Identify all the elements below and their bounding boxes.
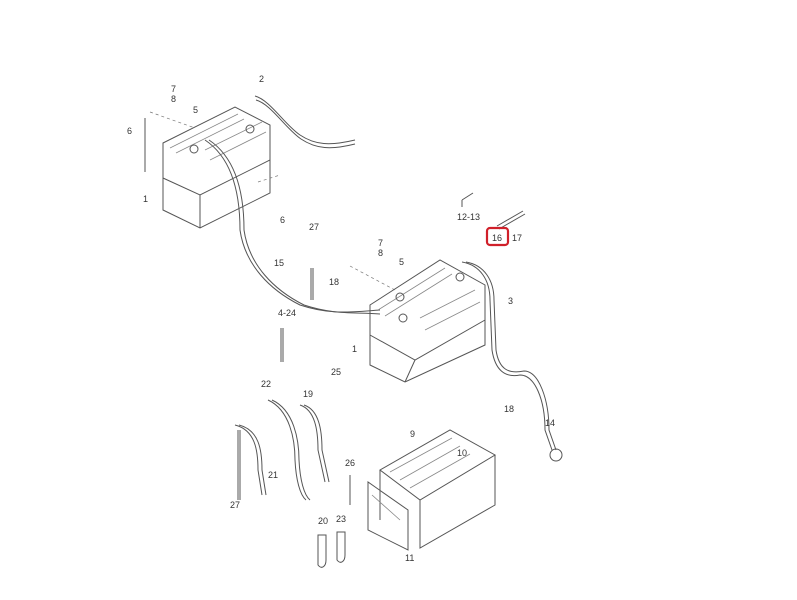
label-6: 6	[127, 126, 132, 136]
label-15: 15	[274, 258, 284, 268]
part-16-17	[496, 210, 526, 230]
part-labels: 2 7 8 5 6 1 6 27 12-13 16 17 7 8 5 15 18…	[127, 74, 555, 563]
label-26: 26	[345, 458, 355, 468]
terminal-studs	[237, 268, 314, 500]
label-4-24: 4-24	[278, 308, 296, 318]
highlight-box	[485, 226, 510, 247]
label-16[interactable]: 16	[492, 233, 502, 243]
label-20: 20	[318, 516, 328, 526]
label-10: 10	[457, 448, 467, 458]
label-18: 18	[329, 277, 339, 287]
cable-3	[461, 261, 553, 451]
cable-2	[254, 95, 356, 145]
battery-tray	[367, 429, 496, 551]
label-21: 21	[268, 470, 278, 480]
label-1: 1	[143, 194, 148, 204]
label-6: 6	[280, 215, 285, 225]
label-7: 7	[171, 84, 176, 94]
label-27: 27	[309, 222, 319, 232]
label-8: 8	[171, 94, 176, 104]
label-11: 11	[405, 553, 414, 563]
label-5: 5	[193, 105, 198, 115]
label-8: 8	[378, 248, 383, 258]
clip-20	[317, 534, 327, 568]
label-14: 14	[545, 418, 555, 428]
label-5: 5	[399, 257, 404, 267]
label-2: 2	[259, 74, 264, 84]
label-27: 27	[230, 500, 240, 510]
label-9: 9	[410, 429, 415, 439]
label-17: 17	[512, 233, 522, 243]
battery-upper	[144, 106, 281, 229]
cable-19	[299, 404, 326, 483]
label-1: 1	[352, 344, 357, 354]
label-19: 19	[303, 389, 313, 399]
label-7: 7	[378, 238, 383, 248]
cable-21	[234, 424, 263, 496]
cable-22	[267, 399, 307, 501]
label-12-13: 12-13	[457, 212, 480, 222]
label-18: 18	[504, 404, 514, 414]
label-25: 25	[331, 367, 341, 377]
label-3: 3	[508, 296, 513, 306]
label-23: 23	[336, 514, 346, 524]
label-22: 22	[261, 379, 271, 389]
clip-23	[336, 531, 346, 563]
part-12-13	[461, 192, 474, 207]
battery-main	[349, 259, 486, 383]
